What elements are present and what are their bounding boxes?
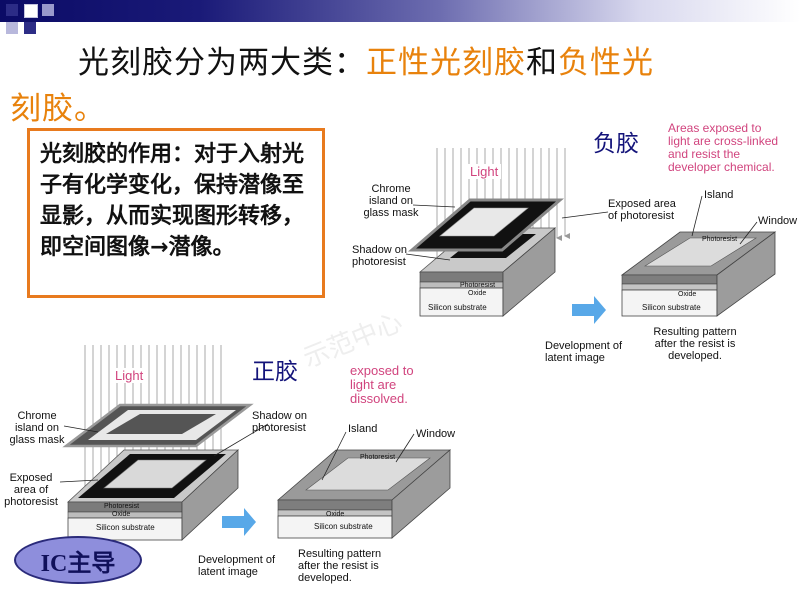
title-positive-resist: 正性光刻胶 [366, 45, 526, 81]
positive-resist-note: exposed to light are dissolved. [350, 364, 414, 406]
negative-note-line: light are cross-linked [668, 134, 779, 148]
ic-badge-text: IC主导 [40, 550, 116, 577]
neg-layer-photoresist: Photoresist [460, 282, 496, 289]
pos-shadow-line: photoresist [252, 422, 306, 434]
pos-layer-photoresist: Photoresist [104, 503, 140, 510]
pos-chrome-line: island on [14, 422, 60, 434]
neg-layer-silicon: Silicon substrate [428, 303, 487, 312]
pos-result-line: after the resist is [298, 560, 379, 572]
callout-text: 光刻胶的作用：对于入射光子有化学变化，保持潜像至显影，从而实现图形转移，即空间图… [40, 142, 305, 260]
neg-dev-line: Development of [545, 340, 623, 352]
negative-note-line: and resist the [668, 147, 741, 161]
pos-dev-line: Development of [198, 554, 276, 566]
callout-text-end: 潜像。 [168, 235, 235, 260]
neg-light-label: Light [467, 164, 502, 179]
pos-process-arrow [222, 508, 256, 536]
neg-exposed-line: of photoresist [608, 210, 675, 222]
neg-result-block [620, 231, 777, 317]
positive-note-line: light are [350, 377, 397, 392]
positive-note-line: exposed to [350, 363, 414, 378]
pos-development-label: Development of latent image [198, 554, 275, 578]
pos-layer-oxide: Oxide [112, 511, 131, 518]
neg-shadow-line: photoresist [352, 256, 406, 268]
title-negative-resist-1: 负性光 [558, 45, 654, 81]
neg-result-line: developed. [668, 350, 722, 362]
neg-development-label: Development of latent image [545, 340, 622, 364]
pos-island-label: Island [348, 423, 378, 435]
pos-exposed-line: Exposed [9, 472, 53, 484]
pos-shadow-line: Shadow on [252, 410, 308, 422]
header-square-deco [24, 4, 38, 18]
pos-glass-mask [62, 403, 254, 448]
neg-result-silicon: Silicon substrate [642, 303, 701, 312]
pos-light-label: Light [112, 368, 147, 383]
neg-exposed-line: Exposed area [608, 198, 676, 210]
pos-result-photoresist: Photoresist [360, 454, 396, 461]
header-square-deco [6, 22, 18, 34]
pos-exposed-line: photoresist [4, 496, 58, 508]
header-square-deco [42, 4, 54, 16]
neg-island-label: Island [704, 189, 734, 201]
pos-chrome-line: glass mask [9, 434, 65, 446]
neg-window-label: Window [758, 215, 798, 227]
pos-dev-line: latent image [198, 566, 258, 578]
pos-exposed-label: Exposed area of photoresist [0, 472, 62, 508]
negative-resist-label: 负胶 [593, 131, 639, 157]
neg-shadow-label: Shadow on photoresist [352, 244, 407, 268]
pos-exposed-line: area of [13, 484, 49, 496]
pos-result-silicon: Silicon substrate [314, 522, 373, 531]
header-gradient-bar [0, 0, 800, 22]
neg-result-label: Resulting pattern after the resist is de… [640, 326, 750, 362]
pos-chrome-label: Chrome island on glass mask [4, 410, 70, 446]
pos-leader-lines [59, 423, 415, 483]
callout-box: 光刻胶的作用：对于入射光子有化学变化，保持潜像至显影，从而实现图形转移，即空间图… [27, 128, 325, 298]
neg-process-arrow [572, 296, 606, 324]
positive-resist-label: 正胶 [252, 359, 298, 385]
title-negative-resist-2: 刻胶 [10, 91, 74, 127]
neg-result-line: after the resist is [654, 338, 736, 350]
header-square-deco [6, 4, 18, 16]
page-title: 光刻胶分为两大类：正性光刻胶和负性光 刻胶。 [10, 40, 790, 132]
neg-layer-oxide: Oxide [468, 290, 487, 297]
arrow-right-icon: → [150, 235, 169, 260]
pos-result-label: Resulting pattern after the resist is de… [298, 548, 381, 584]
pos-substrate-block [66, 449, 240, 541]
pos-window-label: Window [416, 428, 456, 440]
neg-shadow-line: Shadow on [352, 244, 408, 256]
ic-dominant-badge: IC主导 [14, 536, 142, 584]
negative-note-line: developer chemical. [668, 160, 775, 174]
negative-note-line: Areas exposed to [668, 121, 762, 135]
neg-chrome-line: glass mask [363, 207, 419, 219]
pos-shadow-label: Shadow on photoresist [252, 410, 307, 434]
neg-chrome-line: island on [368, 195, 414, 207]
positive-note-line: dissolved. [350, 391, 408, 406]
pos-result-line: developed. [298, 572, 352, 584]
pos-layer-silicon: Silicon substrate [96, 523, 155, 532]
title-conjunction: 和 [526, 45, 558, 81]
header-square-deco [24, 22, 36, 34]
negative-resist-note: Areas exposed to light are cross-linked … [668, 122, 778, 174]
neg-result-oxide: Oxide [678, 291, 697, 298]
neg-result-line: Resulting pattern [653, 326, 737, 338]
pos-result-line: Resulting pattern [298, 548, 382, 560]
pos-chrome-line: Chrome [17, 410, 57, 422]
neg-chrome-label: Chrome island on glass mask [358, 183, 424, 219]
neg-result-photoresist: Photoresist [702, 236, 738, 243]
neg-leader-lines [405, 195, 758, 261]
pos-result-block [276, 449, 452, 539]
neg-glass-mask [407, 198, 565, 252]
pos-result-oxide: Oxide [326, 511, 345, 518]
neg-exposed-label: Exposed area of photoresist [608, 198, 676, 222]
title-part1: 光刻胶分为两大类： [78, 45, 366, 81]
title-end-punct: 。 [74, 91, 106, 127]
neg-dev-line: latent image [545, 352, 605, 364]
neg-chrome-line: Chrome [371, 183, 411, 195]
